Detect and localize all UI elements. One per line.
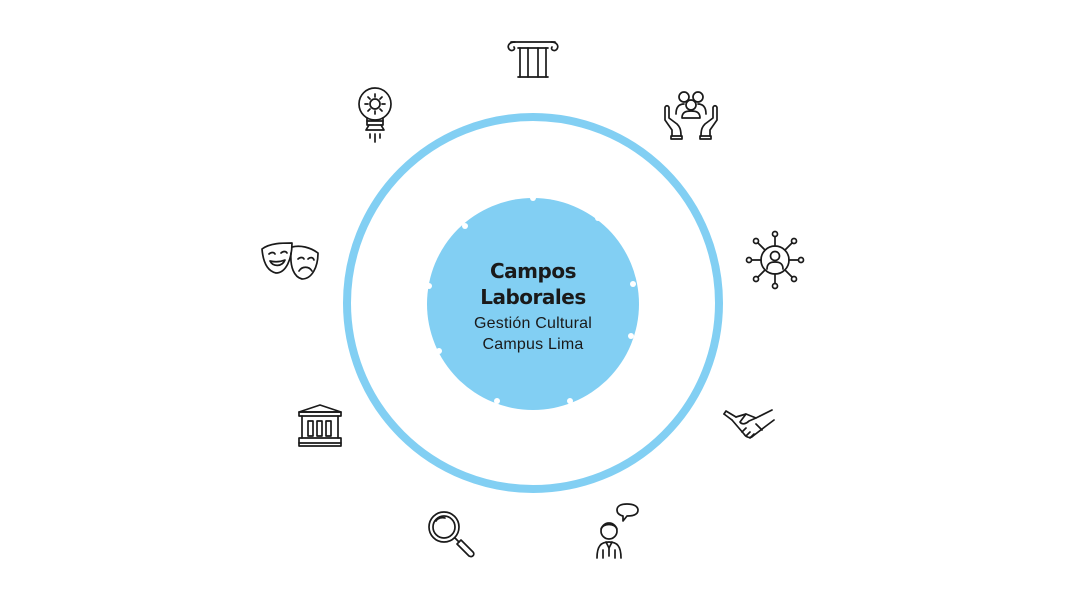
idea-lightbulb-gear-icon — [343, 83, 407, 147]
outer-ring — [343, 113, 723, 493]
center-circle — [426, 196, 639, 410]
center-label: Campos Laborales Gestión Cultural Campus… — [433, 258, 633, 355]
center-title: Campos Laborales — [480, 259, 586, 309]
handshake-icon — [716, 392, 780, 456]
network-person-icon — [743, 228, 807, 292]
center-subtitle-line1: Gestión Cultural — [474, 315, 592, 332]
speaker-person-icon — [580, 498, 644, 562]
column-icon — [501, 26, 565, 90]
theater-masks-icon — [258, 229, 322, 293]
magnifier-icon — [420, 505, 484, 569]
community-hands-icon — [659, 84, 723, 148]
center-subtitle-line2: Campus Lima — [482, 336, 584, 353]
museum-building-icon — [288, 394, 352, 458]
